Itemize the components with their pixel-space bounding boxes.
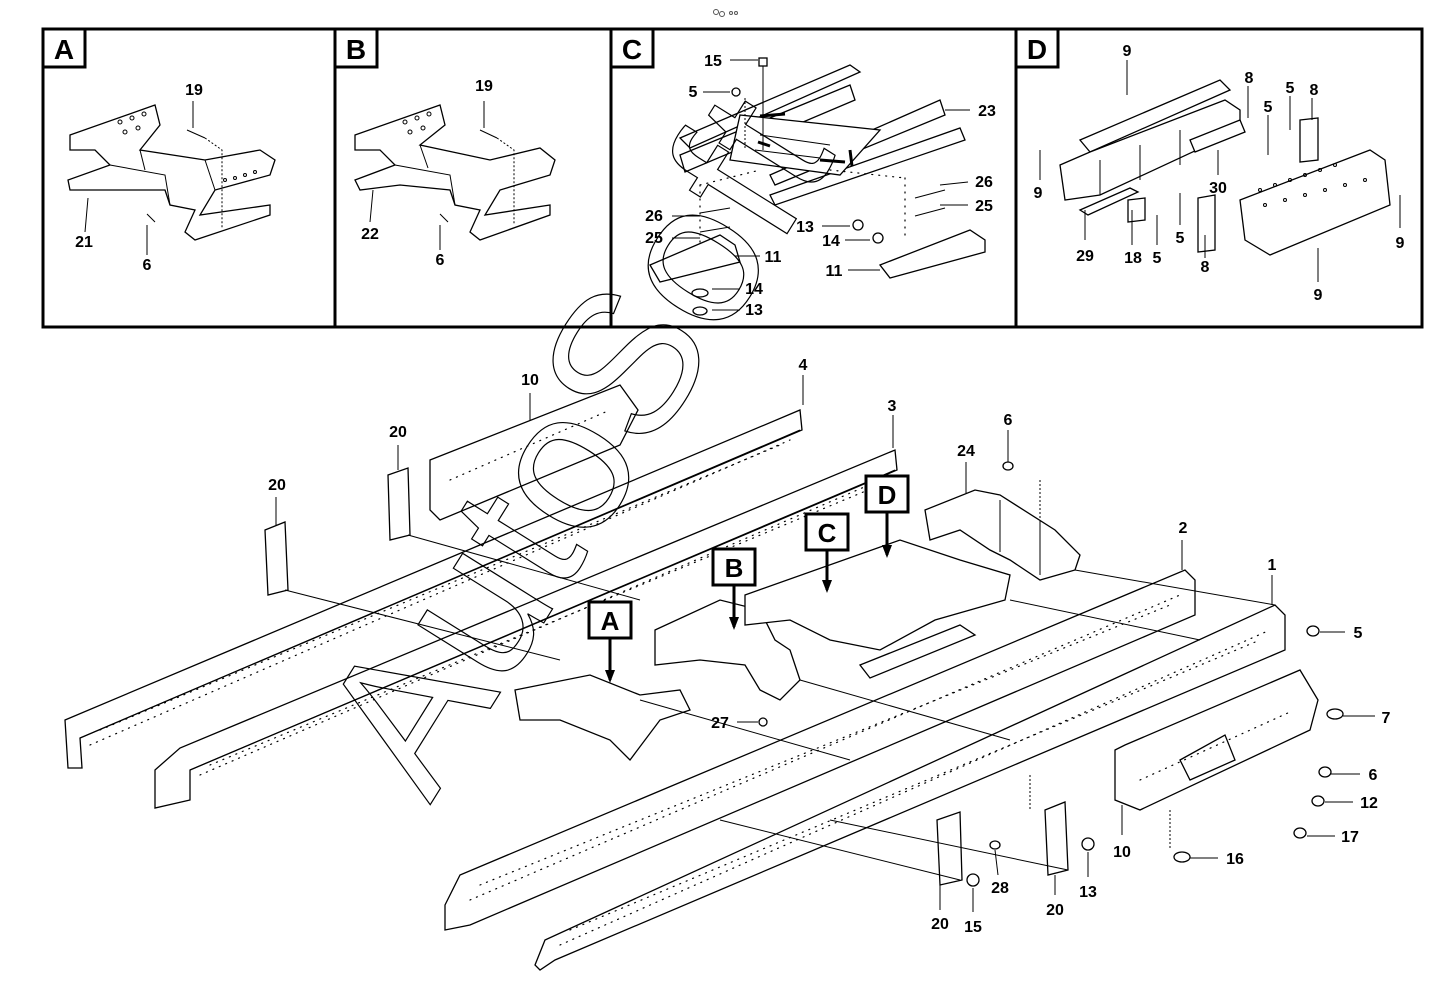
part-label: 9 — [1034, 185, 1043, 202]
part-label: 18 — [1124, 250, 1142, 267]
part-label: 13 — [1079, 884, 1097, 901]
panel-b: B 19 22 6 — [333, 27, 613, 329]
part-label: 5 — [1354, 625, 1363, 642]
part-label: 25 — [975, 198, 993, 215]
part-label: 6 — [1004, 412, 1013, 429]
svg-text:D: D — [878, 480, 897, 510]
callout-b: B — [711, 547, 757, 630]
part-label: 8 — [1310, 82, 1319, 99]
callout-c: C — [804, 512, 850, 593]
part-label: 13 — [745, 302, 763, 319]
header-glyph-icon — [713, 9, 738, 17]
part-label: 5 — [1286, 80, 1295, 97]
part-label: 5 — [1153, 250, 1162, 267]
part-label: 12 — [1360, 795, 1378, 812]
part-label: 24 — [957, 443, 975, 460]
panel-d: D 9 8 5 5 8 9 30 — [1014, 27, 1424, 329]
part-label: 19 — [475, 78, 493, 95]
part-label: 30 — [1209, 180, 1227, 197]
part-label: 20 — [1046, 902, 1064, 919]
part-label: 25 — [645, 230, 663, 247]
part-label: 20 — [931, 916, 949, 933]
part-label: 5 — [689, 84, 698, 101]
part-label: 3 — [888, 398, 897, 415]
svg-text:B: B — [725, 553, 744, 583]
part-label: 15 — [704, 53, 722, 70]
part-label: 26 — [975, 174, 993, 191]
part-label: 2 — [1179, 520, 1188, 537]
part-label: 23 — [978, 103, 996, 120]
part-label: 6 — [436, 252, 445, 269]
part-label: 9 — [1396, 235, 1405, 252]
part-label: 20 — [389, 424, 407, 441]
part-label: 26 — [645, 208, 663, 225]
svg-text:C: C — [818, 518, 837, 548]
panel-letter: D — [1027, 34, 1047, 65]
callout-a: A — [587, 600, 633, 683]
part-label: 5 — [1176, 230, 1185, 247]
part-label: 6 — [1369, 767, 1378, 784]
part-label: 14 — [745, 281, 763, 298]
part-label: 8 — [1201, 259, 1210, 276]
part-label: 10 — [1113, 844, 1131, 861]
part-label: 17 — [1341, 829, 1359, 846]
part-label: 19 — [185, 82, 203, 99]
part-label: 4 — [799, 357, 808, 374]
callout-d: D — [864, 474, 910, 558]
part-label: 6 — [143, 257, 152, 274]
part-label: 1 — [1268, 557, 1277, 574]
part-label: 8 — [1245, 70, 1254, 87]
part-label: 20 — [268, 477, 286, 494]
part-label: 7 — [1382, 710, 1391, 727]
part-label: 5 — [1264, 99, 1273, 116]
panel-c: C 15 — [609, 27, 1018, 329]
part-label: 27 — [711, 715, 729, 732]
part-label: 16 — [1226, 851, 1244, 868]
part-label: 9 — [1314, 287, 1323, 304]
part-label: 11 — [765, 249, 782, 266]
part-label: 11 — [826, 263, 843, 280]
part-label: 13 — [796, 219, 814, 236]
svg-text:A: A — [601, 606, 620, 636]
panel-letter: B — [346, 34, 366, 65]
part-label: 15 — [964, 919, 982, 936]
panel-a: A 19 21 6 — [41, 27, 337, 329]
part-label: 29 — [1076, 248, 1094, 265]
part-label: 10 — [521, 372, 539, 389]
part-label: 9 — [1123, 43, 1132, 60]
panel-letter: A — [54, 34, 74, 65]
part-label: 22 — [361, 226, 379, 243]
part-label: 28 — [991, 880, 1009, 897]
part-label: 21 — [75, 234, 93, 251]
part-label: 14 — [822, 233, 840, 250]
panel-letter: C — [622, 34, 642, 65]
main-assembly: A B C D 10 4 3 20 20 6 24 2 1 5 7 — [64, 357, 1391, 971]
